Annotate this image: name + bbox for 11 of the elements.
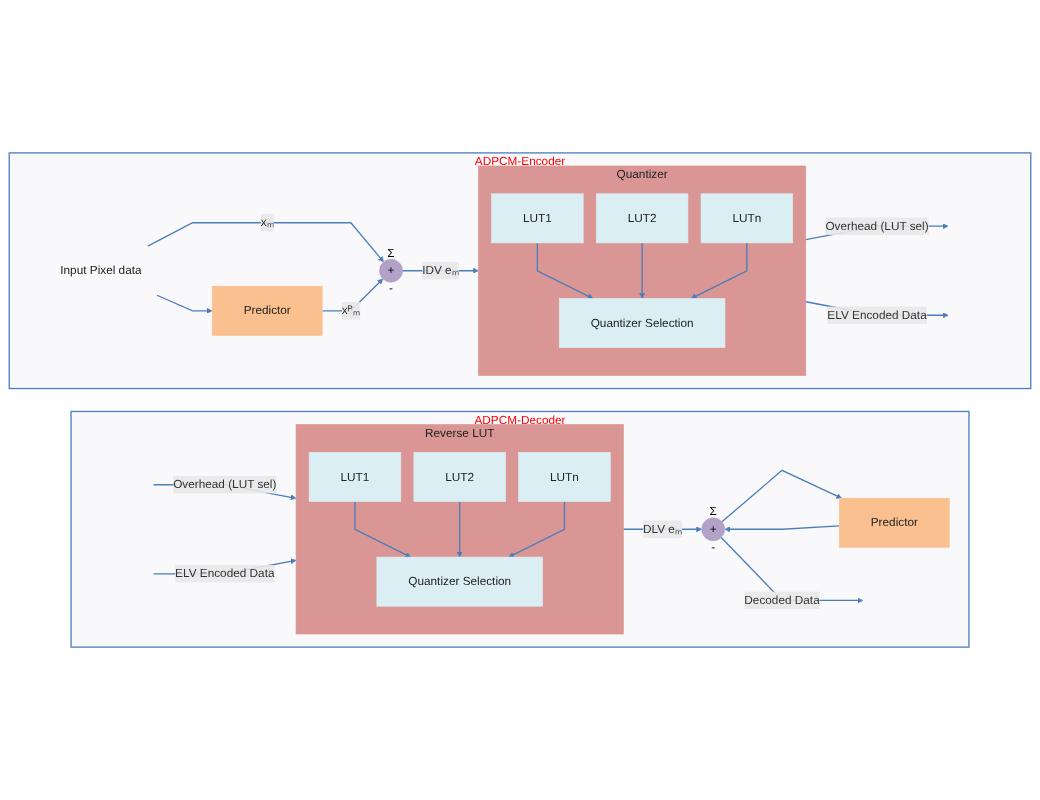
arrow — [536, 242, 594, 299]
arrow — [321, 278, 384, 312]
arrow — [721, 469, 842, 523]
arrow — [724, 525, 840, 533]
arrow — [690, 242, 748, 299]
arrow — [147, 222, 384, 263]
arrow — [639, 242, 645, 299]
arrow — [508, 500, 566, 558]
arrow — [456, 500, 463, 558]
arrow — [156, 294, 213, 314]
arrow — [354, 500, 411, 558]
